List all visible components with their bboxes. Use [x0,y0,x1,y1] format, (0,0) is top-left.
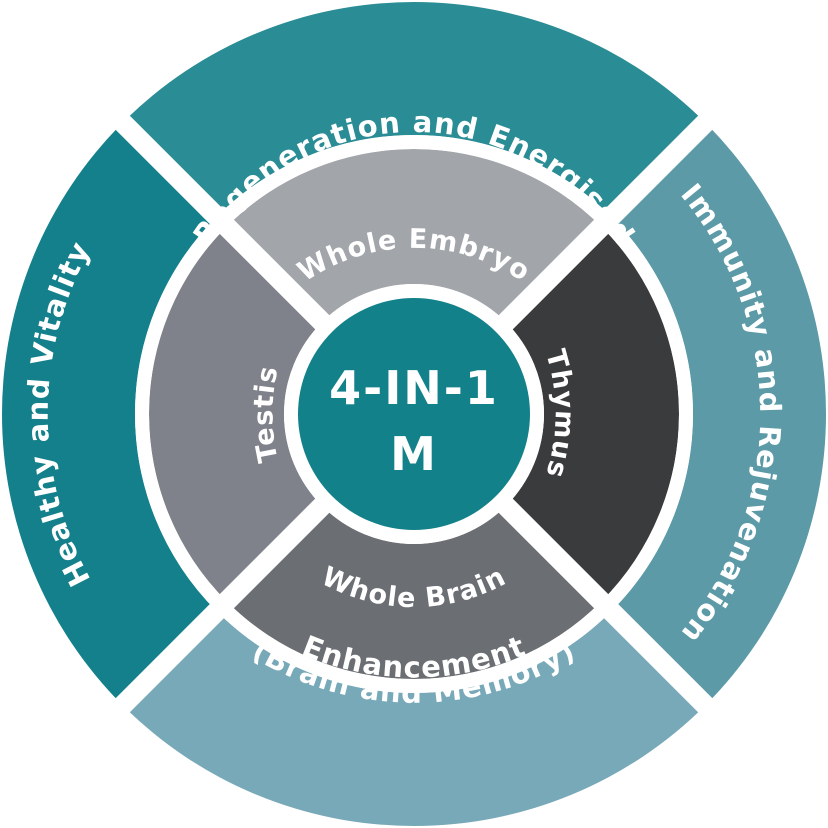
outer-segment-regeneration [122,2,706,217]
inner-segment-whole-brain [226,505,602,679]
label-testis-text: Testis [248,363,283,465]
center-disc [298,298,530,530]
separator-ring-gap [135,135,693,693]
inner-ring [149,149,679,679]
inner-segment-thymus [505,226,679,602]
label-testis: Testis [248,363,284,465]
outer-segment-enhancement [122,611,706,827]
center-title-line2: M [390,427,438,481]
outer-segment-immunity [611,122,827,706]
outer-segment-healthy [2,122,217,706]
inner-segment-testis [149,226,323,602]
center-title-line1: 4-IN-1 [329,361,499,415]
inner-segment-whole-embryo [226,149,602,323]
